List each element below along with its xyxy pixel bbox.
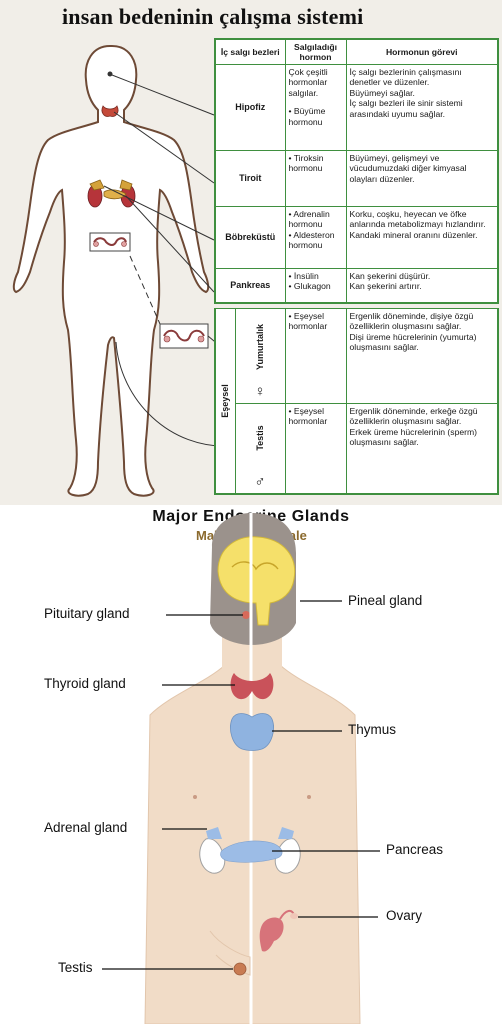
gland-cell: Tiroit bbox=[214, 150, 286, 207]
brain-shape bbox=[217, 536, 296, 626]
hormone-cell: • Adrenalin hormonu • Aldesteron hormonu bbox=[284, 206, 347, 269]
label-testis: Testis bbox=[58, 960, 93, 975]
male-symbol-icon: ♂ bbox=[254, 472, 266, 490]
adrenal-gland-left bbox=[206, 827, 222, 839]
left-kidney bbox=[199, 838, 226, 874]
adrenal-gland-right bbox=[278, 827, 294, 839]
uterus bbox=[259, 917, 284, 952]
gland-cell: Yumurtalık ♀ bbox=[234, 308, 286, 404]
hormone-cell: • Eşeysel hormonlar bbox=[284, 308, 347, 404]
hormone-cell: Çok çeşitli hormonlar salgılar. • Büyüme… bbox=[284, 64, 347, 151]
table-row: Hipofiz Çok çeşitli hormonlar salgılar. … bbox=[214, 64, 499, 151]
ovary-gland bbox=[290, 913, 298, 919]
gland-cell: Testis ♂ bbox=[234, 403, 286, 494]
function-cell: Kan şekerini düşürür. Kan şekerini artır… bbox=[345, 268, 499, 303]
testis-gland bbox=[233, 962, 247, 976]
adrenal-mark bbox=[89, 179, 133, 191]
function-cell: Ergenlik döneminde, dişiye özgü özellikl… bbox=[345, 308, 499, 404]
thymus-gland bbox=[230, 713, 274, 751]
hormone-cell: • İnsülin • Glukagon bbox=[284, 268, 347, 303]
female-symbol-icon: ♀ bbox=[254, 383, 266, 400]
group-label: Eşeysel bbox=[220, 383, 231, 418]
label-pineal: Pineal gland bbox=[348, 593, 423, 608]
table-row: Pankreas • İnsülin • Glukagon Kan şekeri… bbox=[214, 268, 499, 303]
body-outline-figure bbox=[12, 45, 233, 497]
table-row: Eşeysel Yumurtalık ♀ • Eşeysel hormonlar… bbox=[214, 308, 499, 494]
header-hormone: Salgıladığı hormon bbox=[284, 38, 347, 65]
hormone-table: İç salgı bezleri Salgıladığı hormon Horm… bbox=[214, 38, 499, 304]
turkish-endocrine-panel: insan bedeninin çalışma sistemi bbox=[0, 0, 502, 505]
label-thymus: Thymus bbox=[348, 722, 397, 737]
hormone-cell: • Eşeysel hormonlar bbox=[284, 403, 347, 494]
sex-gland-table: Eşeysel Yumurtalık ♀ • Eşeysel hormonlar… bbox=[214, 308, 499, 495]
table-row: Böbreküstü • Adrenalin hormonu • Aldeste… bbox=[214, 206, 499, 269]
function-cell: Korku, coşku, heyecan ve öfke anlarında … bbox=[345, 206, 499, 269]
pituitary-mark bbox=[107, 71, 113, 77]
label-ovary: Ovary bbox=[386, 908, 423, 923]
gland-cell: Pankreas bbox=[214, 268, 286, 303]
gland-cell: Hipofiz bbox=[214, 64, 286, 151]
label-pancreas: Pancreas bbox=[386, 842, 444, 857]
endocrine-body-figure bbox=[102, 513, 380, 1024]
right-kidney bbox=[274, 838, 301, 874]
hormone-cell: • Tiroksin hormonu bbox=[284, 150, 347, 207]
pituitary-dot bbox=[242, 611, 250, 619]
pancreas-mark bbox=[103, 189, 127, 200]
label-pituitary: Pituitary gland bbox=[44, 606, 130, 621]
gland-cell: Böbreküstü bbox=[214, 206, 286, 269]
label-thyroid: Thyroid gland bbox=[44, 676, 126, 691]
thyroid-gland bbox=[230, 673, 274, 700]
table-header-row: İç salgı bezleri Salgıladığı hormon Horm… bbox=[214, 38, 499, 65]
table-row: Testis ♂ • Eşeysel hormonlar Ergenlik dö… bbox=[215, 403, 499, 494]
function-cell: Büyümeyi, gelişmeyi ve vücudumuzdaki diğ… bbox=[345, 150, 499, 207]
function-cell: İç salgı bezlerinin çalışmasını denetler… bbox=[345, 64, 499, 151]
function-cell: Ergenlik döneminde, erkeğe özgü özellikl… bbox=[345, 403, 499, 494]
header-function: Hormonun görevi bbox=[345, 38, 499, 65]
pancreas-gland bbox=[220, 840, 283, 863]
turkish-title: insan bedeninin çalışma sistemi bbox=[62, 4, 364, 29]
label-adrenal: Adrenal gland bbox=[44, 820, 128, 835]
human-body-outline bbox=[12, 45, 210, 497]
header-gland: İç salgı bezleri bbox=[214, 38, 286, 65]
english-endocrine-panel: Major Endocrine Glands Male Female bbox=[0, 505, 502, 1024]
group-label-cell: Eşeysel bbox=[214, 308, 236, 494]
table-row: Tiroit • Tiroksin hormonu Büyümeyi, geli… bbox=[214, 150, 499, 207]
